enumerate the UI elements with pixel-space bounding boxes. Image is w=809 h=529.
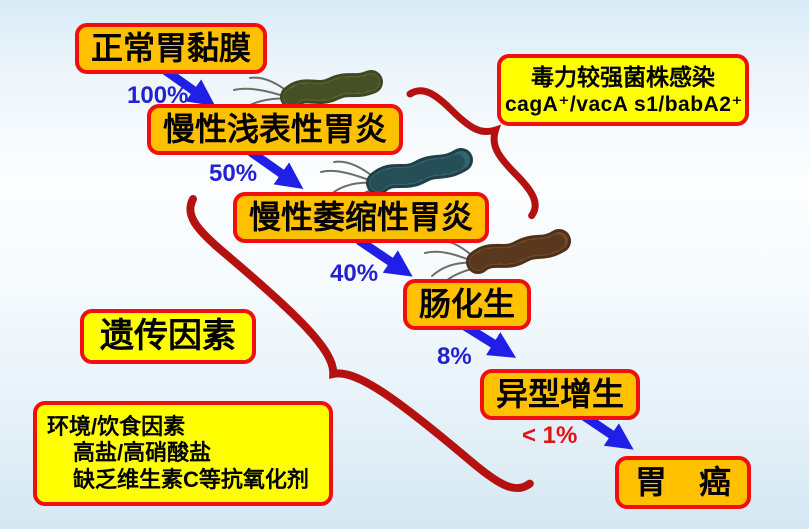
red-brace-virulence-icon bbox=[406, 87, 539, 220]
h-pylori-bacterium-teal-icon bbox=[320, 148, 473, 208]
environment-factor-vitamin-c: 缺乏维生素C等抗氧化剂 bbox=[73, 466, 309, 492]
environment-factor-salt-nitrate: 高盐/高硝酸盐 bbox=[73, 440, 212, 466]
note-environment-diet-factors: 环境/饮食因素 高盐/高硝酸盐 缺乏维生素C等抗氧化剂 bbox=[33, 401, 333, 507]
virulent-strain-genotype: cagA⁺/vacA s1/babA2⁺ bbox=[505, 92, 743, 116]
virulent-strain-title: 毒力较强菌株感染 bbox=[531, 64, 715, 90]
stage-normal-gastric-mucosa: 正常胃黏膜 bbox=[75, 23, 268, 75]
h-pylori-bacterium-brown-icon bbox=[424, 229, 571, 282]
h-pylori-bacterium-green-icon bbox=[233, 70, 383, 123]
transition-rate-8: 8% bbox=[437, 343, 472, 370]
transition-rate-100: 100% bbox=[127, 82, 189, 109]
note-genetic-factors: 遗传因素 bbox=[80, 309, 256, 364]
stage-chronic-atrophic-gastritis: 慢性萎缩性胃炎 bbox=[233, 192, 490, 244]
transition-rate-40: 40% bbox=[330, 260, 379, 287]
stage-dysplasia: 异型增生 bbox=[480, 369, 641, 421]
arrow-40pct-icon bbox=[355, 236, 413, 277]
stage-chronic-superficial-gastritis: 慢性浅表性胃炎 bbox=[147, 104, 404, 156]
transition-rate-50: 50% bbox=[209, 160, 258, 187]
stage-gastric-cancer: 胃 癌 bbox=[615, 456, 752, 510]
environment-factors-title: 环境/饮食因素 bbox=[47, 414, 186, 439]
transition-rate-lt1: < 1% bbox=[522, 422, 578, 449]
note-virulent-strain-infection: 毒力较强菌株感染 cagA⁺/vacA s1/babA2⁺ bbox=[497, 54, 749, 126]
stage-intestinal-metaplasia: 肠化生 bbox=[403, 279, 532, 331]
arrow-50pct-icon bbox=[246, 147, 304, 189]
red-brace-host-factors-icon bbox=[186, 195, 534, 493]
